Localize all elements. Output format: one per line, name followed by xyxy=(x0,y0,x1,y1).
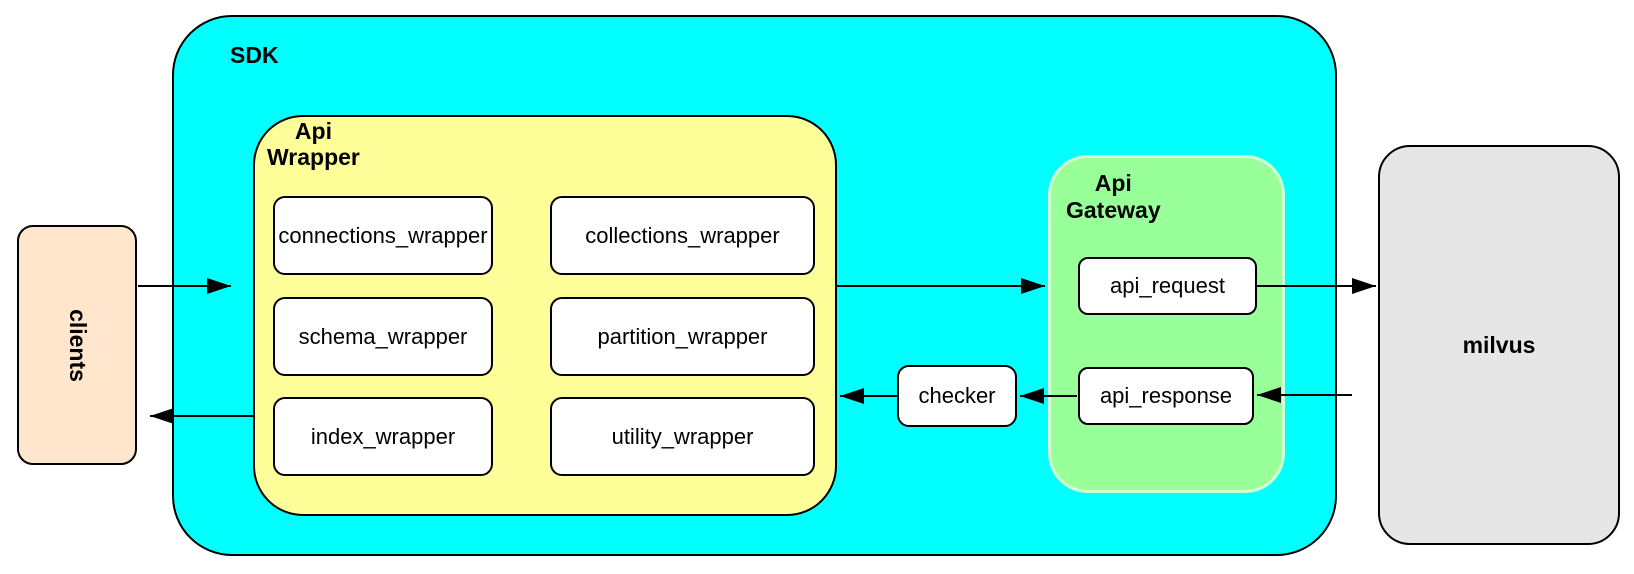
clients-label: clients xyxy=(64,308,91,382)
api-gateway-container xyxy=(1048,155,1285,493)
schema-wrapper-node: schema_wrapper xyxy=(273,297,493,376)
index-wrapper-node: index_wrapper xyxy=(273,397,493,476)
milvus-node: milvus xyxy=(1378,145,1620,545)
checker-node: checker xyxy=(897,365,1017,427)
api-wrapper-label-line1: Api xyxy=(294,118,332,144)
api-response-node: api_response xyxy=(1078,367,1254,425)
connections-wrapper-node: connections_wrapper xyxy=(273,196,493,275)
api-request-node: api_request xyxy=(1078,257,1257,315)
api-wrapper-label-line2: Wrapper xyxy=(267,144,360,170)
partition-wrapper-node: partition_wrapper xyxy=(550,297,815,376)
clients-node: clients xyxy=(17,225,137,465)
api-gateway-label-line2: Gateway xyxy=(1066,197,1161,223)
milvus-label: milvus xyxy=(1462,331,1536,358)
utility-wrapper-node: utility_wrapper xyxy=(550,397,815,476)
sdk-label: SDK xyxy=(230,42,279,68)
collections-wrapper-node: collections_wrapper xyxy=(550,196,815,275)
api-gateway-label-line1: Api xyxy=(1094,170,1132,196)
